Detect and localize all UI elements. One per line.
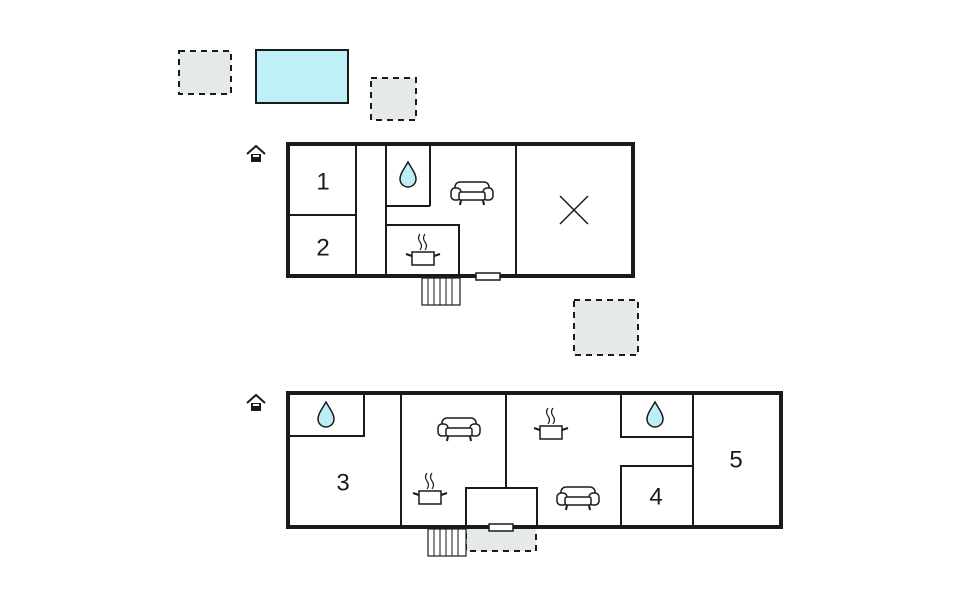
cooking-pot-icon: [533, 407, 569, 440]
cooking-pot-icon: [412, 472, 448, 505]
house-entrance-icon: [246, 393, 266, 411]
sofa-icon: [556, 486, 600, 511]
room-2-label: 2: [316, 234, 329, 261]
cross-mark-icon: [559, 195, 589, 225]
floor-plan-level-1: [286, 142, 635, 278]
water-drop-icon: [317, 400, 335, 428]
sofa-icon: [437, 417, 481, 442]
floor-plan-level-2: [286, 391, 783, 529]
terrace-area: [370, 77, 417, 121]
door-icon: [475, 272, 501, 281]
room-4-label: 4: [649, 483, 662, 510]
terrace-area: [573, 299, 639, 356]
room-1-label: 1: [316, 168, 329, 195]
terrace-area: [178, 50, 232, 95]
door-icon: [488, 523, 514, 532]
water-drop-icon: [399, 160, 417, 188]
stairs-icon: [427, 528, 467, 557]
stairs-icon: [421, 277, 461, 306]
sofa-icon: [450, 181, 494, 206]
swimming-pool: [255, 49, 349, 104]
house-entrance-icon: [246, 144, 266, 162]
room-5-label: 5: [729, 446, 742, 473]
room-3-label: 3: [336, 469, 349, 496]
water-drop-icon: [646, 400, 664, 428]
cooking-pot-icon: [405, 233, 441, 266]
